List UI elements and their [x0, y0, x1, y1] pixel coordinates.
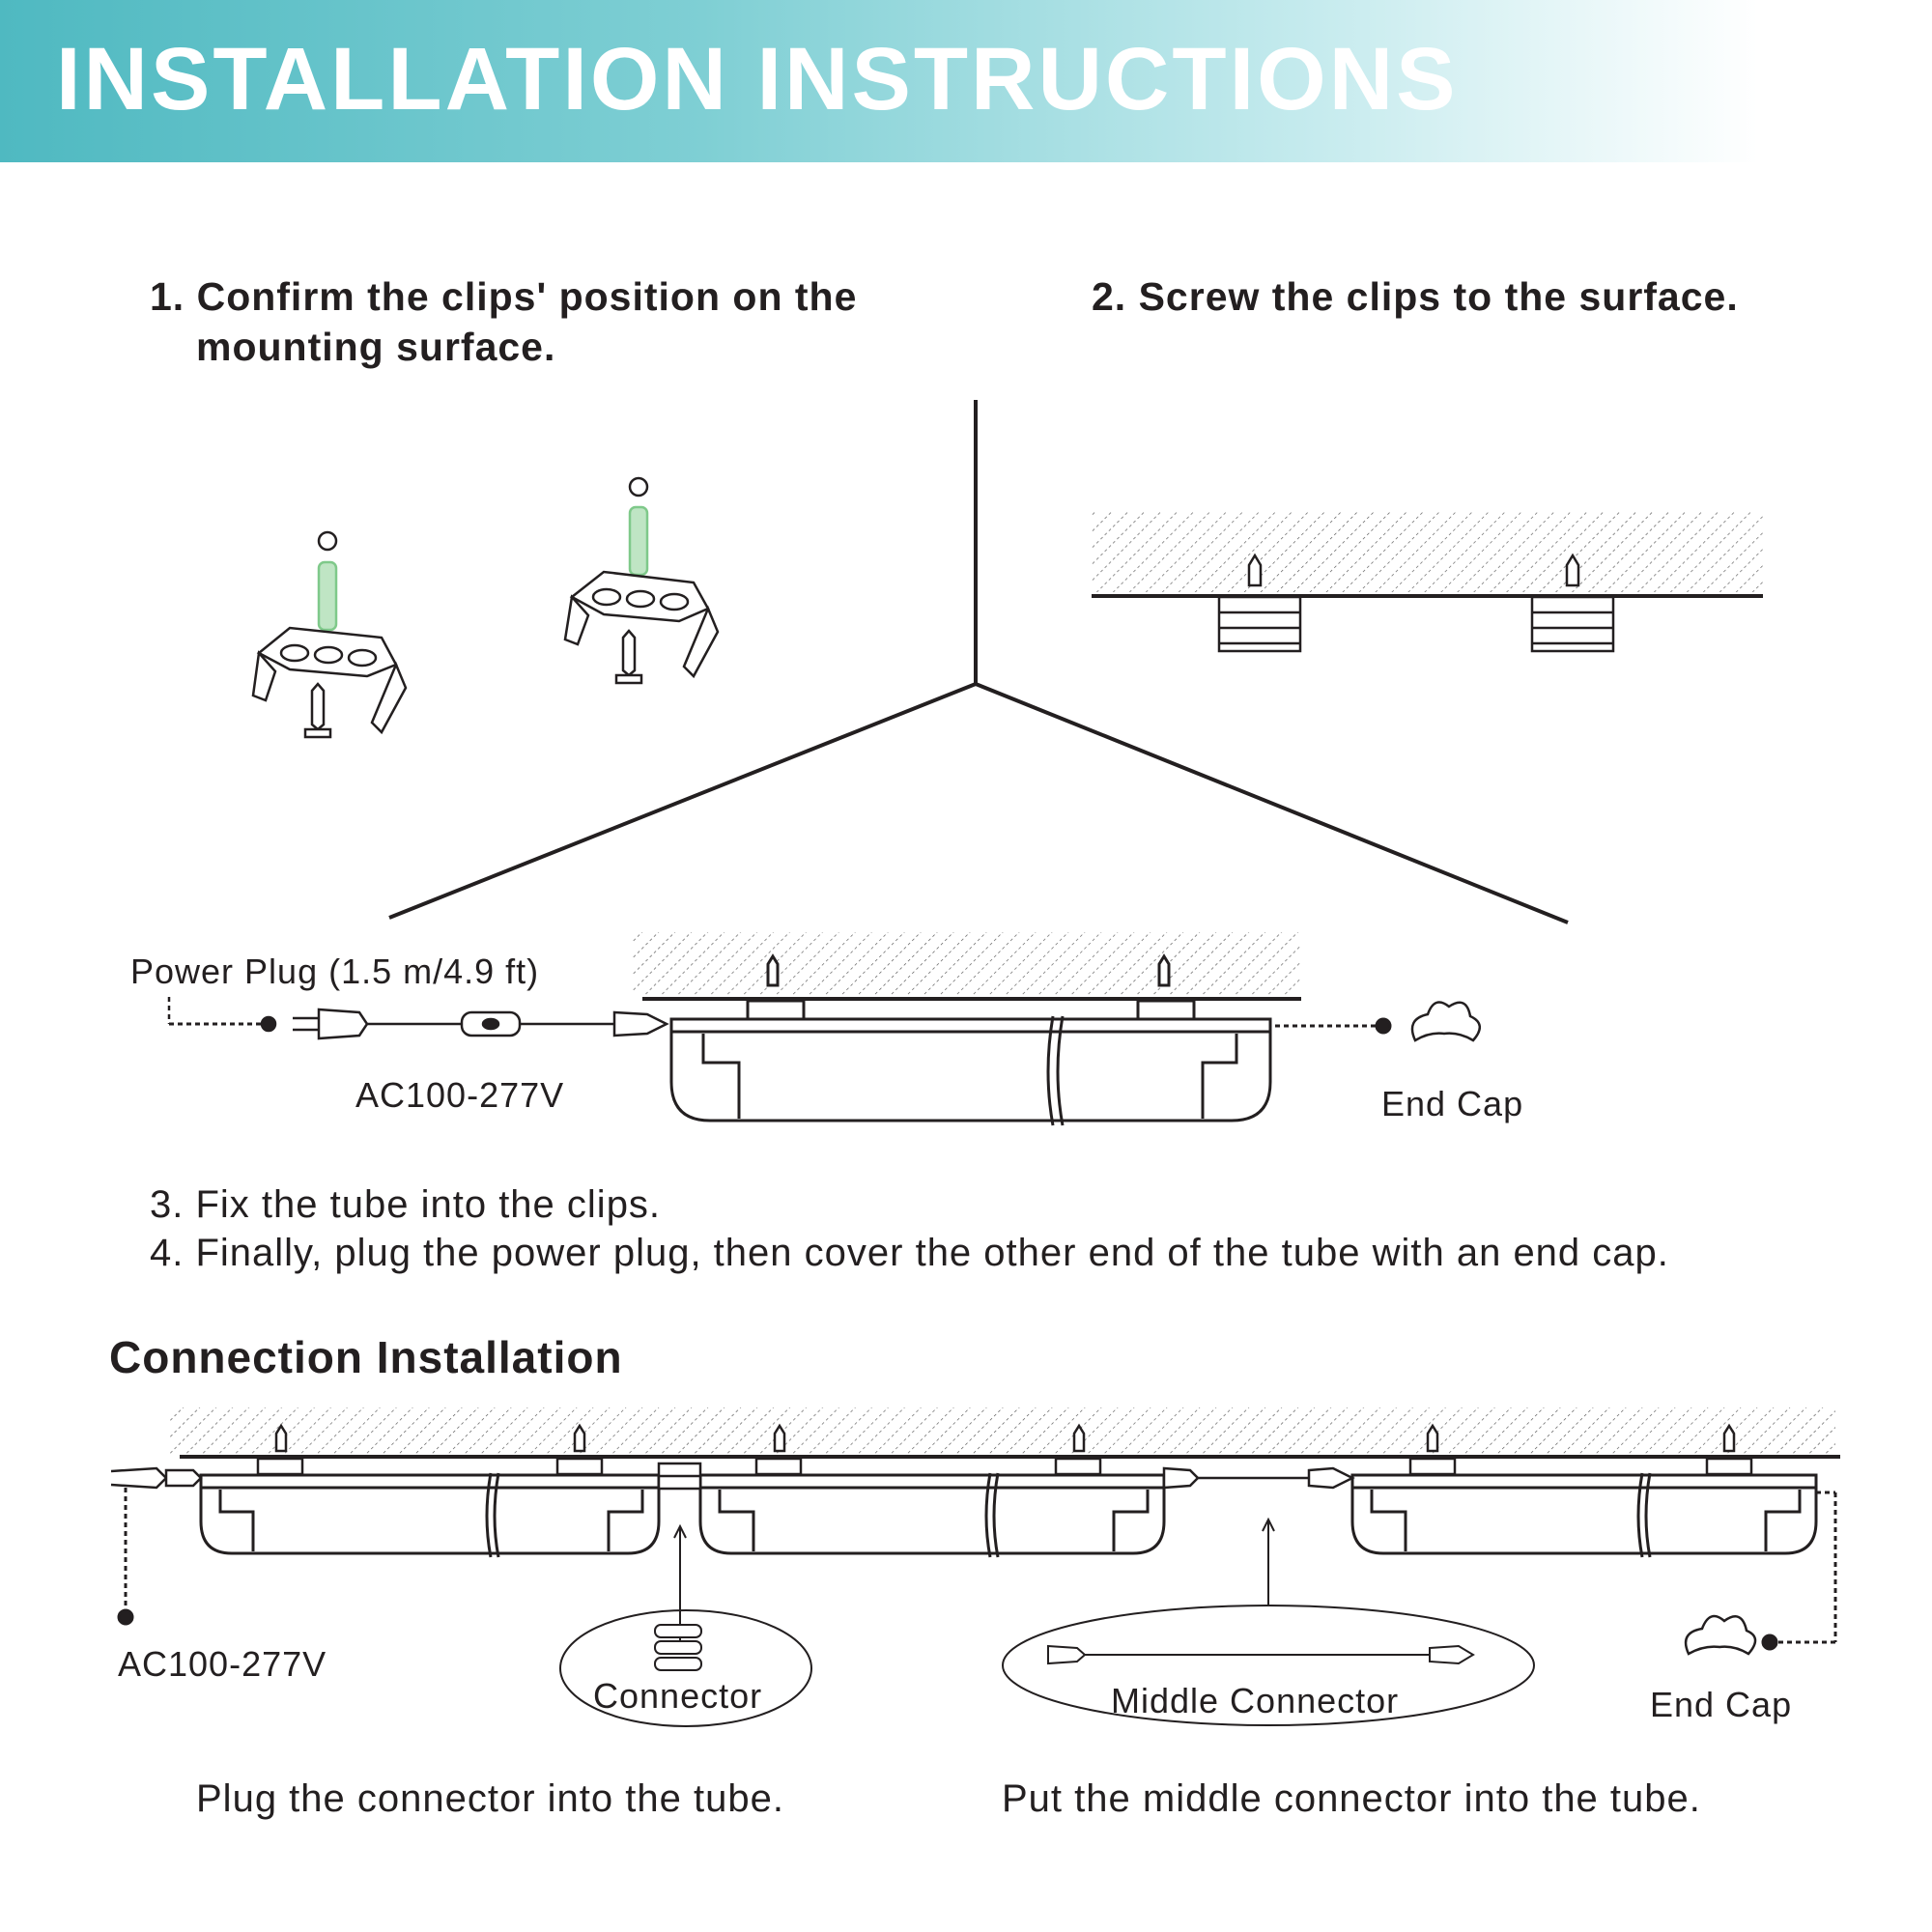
clip-icon: [563, 476, 720, 679]
step-4-text: 4. Finally, plug the power plug, then co…: [150, 1232, 1669, 1274]
tube-3: [1350, 1472, 1818, 1558]
connection-pointers: [117, 1488, 1837, 1654]
screw-icon: [303, 682, 332, 739]
connector-label: Connector: [593, 1676, 763, 1716]
screw-head-icon: [628, 476, 649, 497]
power-plug-label: Power Plug (1.5 m/4.9 ft): [130, 952, 540, 991]
screw-head-icon: [317, 530, 338, 552]
step-2-text: 2. Screw the clips to the surface.: [1092, 274, 1739, 319]
middle-connector-caption: Put the middle connector into the tube.: [1002, 1777, 1701, 1820]
tube-1: [199, 1472, 661, 1558]
clip-icon: [251, 530, 408, 735]
ceiling-surface: [1092, 512, 1763, 598]
voltage-label: AC100-277V: [355, 1075, 565, 1115]
end-cap-pointer: [1275, 1017, 1392, 1035]
connection-ceiling: [170, 1407, 1840, 1459]
tube-assembly: [669, 953, 1272, 1126]
connection-voltage-label: AC100-277V: [118, 1644, 327, 1684]
power-cable: [110, 1466, 203, 1490]
step-3-text: 3. Fix the tube into the clips.: [150, 1183, 662, 1226]
clip-icon: [1217, 553, 1302, 653]
connector-caption: Plug the connector into the tube.: [196, 1777, 784, 1820]
wall-anchor-icon: [317, 560, 338, 632]
connector-callout: [559, 1609, 812, 1727]
clip-icon: [1530, 553, 1615, 653]
wall-anchor-icon: [628, 505, 649, 577]
step-1-text-cont: mounting surface.: [196, 325, 556, 369]
room-corner-lines: [388, 400, 1569, 924]
end-cap-label: End Cap: [1381, 1084, 1524, 1123]
connection-end-cap-label: End Cap: [1650, 1685, 1793, 1724]
header-banner: INSTALLATION INSTRUCTIONS: [0, 0, 1758, 162]
step-1-text: 1. Confirm the clips' position on the: [150, 274, 858, 319]
power-plug-icon: [167, 997, 462, 1040]
tube-2: [698, 1472, 1166, 1558]
tube-ceiling: [633, 932, 1301, 1001]
inline-switch-icon: [460, 1010, 669, 1037]
connection-clips: [256, 1457, 1753, 1476]
screw-icon: [614, 629, 643, 685]
middle-connector-callout: [1002, 1605, 1535, 1726]
connector-icon: [657, 1462, 702, 1491]
middle-connector-label: Middle Connector: [1111, 1681, 1400, 1720]
connection-section-title: Connection Installation: [109, 1332, 623, 1382]
connector-icon: [654, 1624, 702, 1671]
middle-connector-icon: [1162, 1466, 1355, 1490]
middle-connector-icon: [1047, 1644, 1475, 1665]
connection-screws: [274, 1423, 1736, 1453]
page-title: INSTALLATION INSTRUCTIONS: [56, 30, 1459, 128]
end-cap-icon: [1410, 1001, 1481, 1042]
end-cap-icon: [1684, 1614, 1757, 1656]
